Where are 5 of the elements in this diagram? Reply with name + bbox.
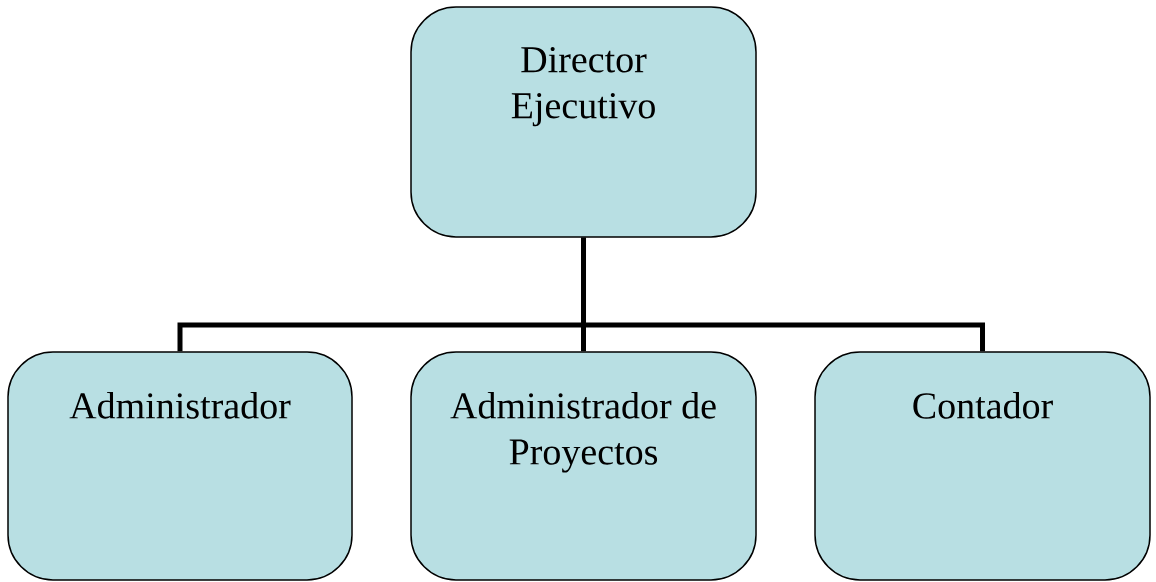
connector-line bbox=[581, 237, 985, 352]
org-box: Administrador de Proyectos bbox=[410, 351, 757, 581]
org-box: Contador bbox=[814, 351, 1151, 581]
org-box: Director Ejecutivo bbox=[410, 6, 757, 238]
org-box: Administrador bbox=[7, 351, 353, 581]
